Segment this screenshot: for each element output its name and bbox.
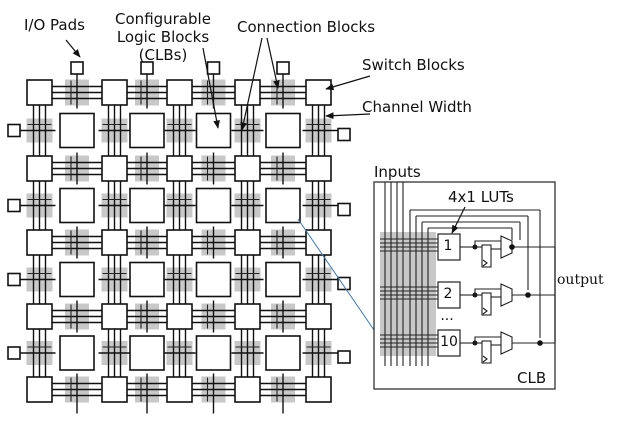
lut-label-2: 2 xyxy=(444,286,453,302)
clock-triangle xyxy=(482,259,488,267)
clb-block xyxy=(59,335,95,371)
label-clb: CLB xyxy=(517,369,546,387)
clb-detail: Inputs 4x1 LUTs 1 2 ... 10 output CLB xyxy=(373,163,604,390)
switch-block xyxy=(166,79,193,106)
clb-block xyxy=(129,112,165,149)
arrow-connection-block-2 xyxy=(266,37,280,89)
switch-block xyxy=(166,303,193,330)
switch-block xyxy=(305,376,332,403)
io-pad-right xyxy=(337,202,351,217)
clb-block xyxy=(195,112,232,149)
mux xyxy=(500,235,513,259)
clb-internal-wiring xyxy=(380,182,556,366)
clb-block xyxy=(195,335,232,371)
switch-block xyxy=(305,303,332,330)
switch-block xyxy=(26,155,53,182)
switch-block xyxy=(26,229,53,256)
switch-block xyxy=(166,229,193,256)
output-junction xyxy=(509,244,515,250)
switch-block xyxy=(26,79,53,106)
flip-flop xyxy=(481,244,492,268)
clb-block xyxy=(265,112,301,149)
label-luts: 4x1 LUTs xyxy=(448,188,514,206)
switch-block xyxy=(305,229,332,256)
switch-block xyxy=(101,303,128,330)
io-pad-left xyxy=(7,346,21,360)
label-clbs-line2: Logic Blocks xyxy=(117,28,210,46)
lut-label-1: 1 xyxy=(444,238,453,254)
io-pad-left xyxy=(7,198,21,213)
switch-block xyxy=(101,155,128,182)
clb-block xyxy=(129,187,165,224)
label-switch-blocks: Switch Blocks xyxy=(362,56,465,74)
arrow-connection-block-1 xyxy=(240,37,263,131)
label-connection-blocks: Connection Blocks xyxy=(237,18,375,36)
arrow-io-pads xyxy=(65,39,81,58)
switch-block xyxy=(234,376,261,403)
label-io-pads: I/O Pads xyxy=(24,16,85,34)
switch-block xyxy=(305,79,332,106)
label-clbs-line3: (CLBs) xyxy=(139,46,188,64)
clb-block xyxy=(195,187,232,224)
label-inputs: Inputs xyxy=(374,163,421,181)
clb-block xyxy=(265,261,301,298)
switch-block xyxy=(166,155,193,182)
flip-flop xyxy=(481,292,492,316)
lut-label-10: 10 xyxy=(440,334,458,350)
clb-block xyxy=(129,261,165,298)
io-pad-left xyxy=(7,272,21,287)
output-junction xyxy=(537,340,543,346)
switch-block xyxy=(101,229,128,256)
flip-flop xyxy=(481,340,492,364)
output-junction xyxy=(525,292,531,298)
io-pad-right xyxy=(337,276,351,291)
switch-block xyxy=(305,155,332,182)
io-pad-top xyxy=(140,61,154,75)
io-pad-top xyxy=(70,61,84,75)
clb-block xyxy=(129,335,165,371)
arrow-channel-width xyxy=(325,112,371,120)
switch-blocks xyxy=(26,79,332,403)
bypass-wire xyxy=(474,336,501,343)
io-pad-right xyxy=(337,350,351,364)
clb-block xyxy=(59,112,95,149)
io-pad-left xyxy=(7,123,21,138)
connection-wires xyxy=(10,62,349,414)
switch-block xyxy=(234,155,261,182)
switch-block xyxy=(234,303,261,330)
arrow-luts xyxy=(451,206,466,234)
switch-block xyxy=(234,229,261,256)
switch-block xyxy=(101,376,128,403)
clock-triangle xyxy=(482,307,488,315)
zoom-indicator-line xyxy=(297,218,375,331)
clb-block xyxy=(195,261,232,298)
switch-block xyxy=(26,376,53,403)
clock-triangle xyxy=(482,355,488,363)
label-output: output xyxy=(557,272,604,288)
mux xyxy=(500,331,513,355)
io-pad-top xyxy=(206,61,221,75)
switch-block xyxy=(101,79,128,106)
clb-block xyxy=(265,187,301,224)
io-pad-right xyxy=(337,127,351,142)
bypass-wire xyxy=(474,240,501,247)
arrow-clbs xyxy=(202,47,220,129)
lut-ellipsis: ... xyxy=(440,308,453,324)
clb-grid xyxy=(59,112,301,371)
switch-block xyxy=(234,79,261,106)
io-pads xyxy=(7,61,351,364)
clb-block xyxy=(265,335,301,371)
arrow-switch-blocks xyxy=(325,75,371,91)
bypass-wire xyxy=(474,288,501,295)
mux xyxy=(500,283,513,307)
io-pad-top xyxy=(276,61,290,75)
label-channel-width: Channel Width xyxy=(362,98,472,116)
switch-block xyxy=(26,303,53,330)
switch-block xyxy=(166,376,193,403)
clb-block xyxy=(59,187,95,224)
label-clbs-line1: Configurable xyxy=(115,10,211,28)
clb-block xyxy=(59,261,95,298)
